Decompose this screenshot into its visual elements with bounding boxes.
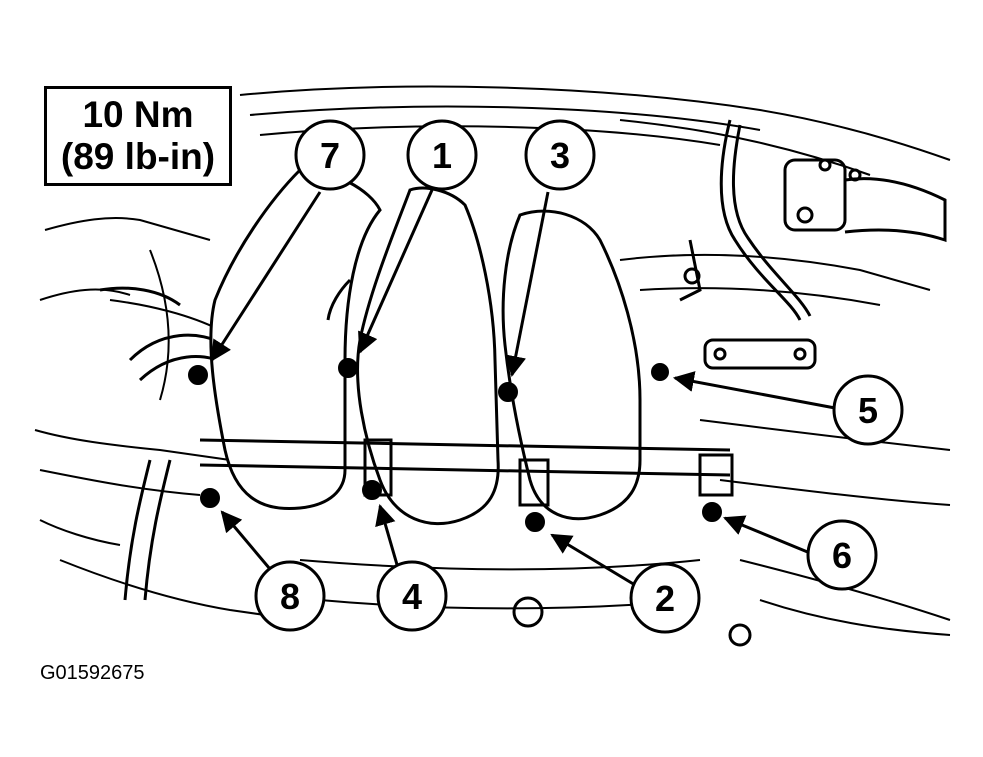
callout-3: 3 [524,119,596,191]
callout-label-6: 6 [832,535,852,576]
torque-imperial: (89 lb-in) [60,136,216,177]
callout-5: 5 [832,374,904,446]
callout-label-7: 7 [320,135,340,176]
intake-runners [209,168,642,526]
callouts: 7 1 3 5 6 8 4 2 [254,119,904,634]
bolt-2 [525,512,545,532]
bolt-5 [651,363,669,381]
callout-1: 1 [406,119,478,191]
figure-id: G01592675 [40,662,145,684]
callout-label-1: 1 [432,135,452,176]
callout-4: 4 [376,560,448,632]
torque-spec-box: 10 Nm (89 lb-in) [44,86,232,186]
bolts [188,358,722,532]
callout-label-5: 5 [858,390,878,431]
callout-6: 6 [806,519,878,591]
torque-metric: 10 Nm [82,94,194,135]
callout-label-8: 8 [280,576,300,617]
left-hoses [99,286,229,601]
bolt-1 [338,358,358,378]
bolt-4 [362,480,382,500]
bolt-6 [702,502,722,522]
callout-label-2: 2 [655,578,675,619]
callout-label-4: 4 [402,576,422,617]
leader-arrows [210,189,836,587]
fuel-rail [199,438,752,647]
callout-label-3: 3 [550,135,570,176]
callout-8: 8 [254,560,326,632]
callout-2: 2 [629,562,701,634]
callout-7: 7 [294,119,366,191]
bolt-3 [498,382,518,402]
bolt-7 [188,365,208,385]
throttle-body [679,119,947,370]
bolt-8 [200,488,220,508]
